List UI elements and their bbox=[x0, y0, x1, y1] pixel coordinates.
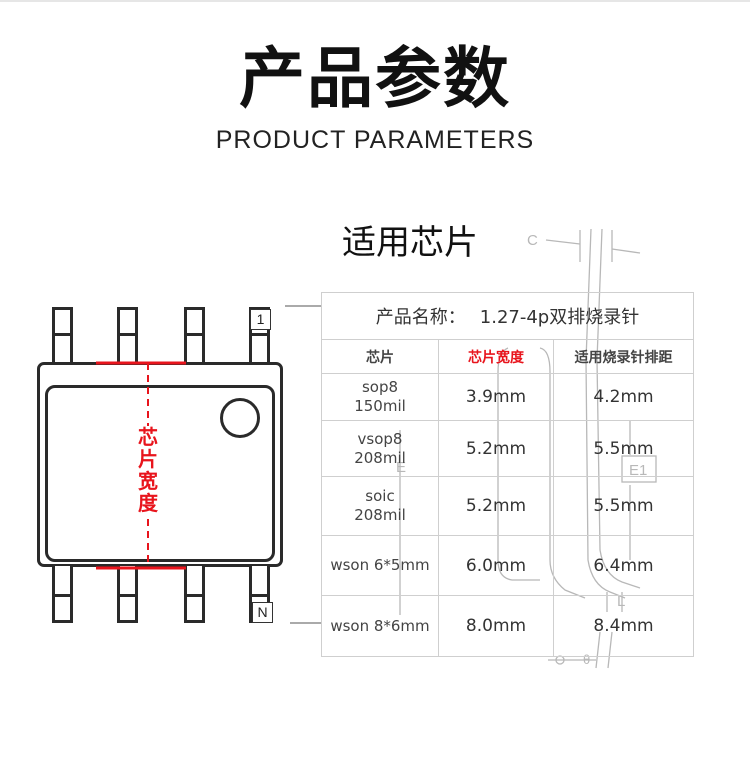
bg-label-c: C bbox=[527, 232, 538, 249]
column-header-chip: 芯片 bbox=[322, 340, 439, 373]
chip-width-cell: 5.2mm bbox=[439, 421, 554, 476]
chip-width-cell: 3.9mm bbox=[439, 374, 554, 420]
page-title: 产品参数 bbox=[239, 40, 511, 117]
bg-label-l: L bbox=[617, 593, 625, 610]
table-product-header: 产品名称： 1.27-4p双排烧录针 bbox=[322, 293, 693, 340]
top-divider bbox=[0, 0, 750, 2]
table-row: wson 8*6mm 8.0mm 8.4mm bbox=[322, 596, 693, 656]
column-header-chip-width: 芯片宽度 bbox=[439, 340, 554, 373]
chip-model-cell: wson 8*6mm bbox=[322, 596, 439, 656]
bg-label-e1: E1 bbox=[629, 462, 647, 479]
product-name-label: 产品名称： bbox=[375, 307, 466, 328]
product-name-value: 1.27-4p双排烧录针 bbox=[479, 307, 640, 328]
pin1-marker-dot bbox=[220, 398, 260, 438]
chip-pin bbox=[117, 566, 138, 623]
chip-width-cell: 5.2mm bbox=[439, 477, 554, 535]
chip-pin bbox=[52, 566, 73, 623]
section-title: 适用芯片 bbox=[342, 223, 478, 263]
pin-pitch-cell: 6.4mm bbox=[593, 555, 654, 576]
pin-first-label: 1 bbox=[250, 309, 271, 330]
bg-label-e: E bbox=[396, 459, 406, 476]
chip-pin bbox=[184, 307, 205, 364]
chip-model-cell: wson 6*5mm bbox=[322, 536, 439, 595]
pin-pitch-cell: 8.4mm bbox=[593, 616, 654, 636]
chip-pin bbox=[184, 566, 205, 623]
pin-pitch-cell: 5.5mm bbox=[593, 438, 654, 459]
table-row: wson 6*5mm 6.0mm 6.4mm bbox=[322, 536, 693, 596]
chip-pin bbox=[52, 307, 73, 364]
bg-label-theta: θ bbox=[583, 652, 590, 667]
chip-width-cell: 6.0mm bbox=[439, 536, 554, 595]
chip-inner-outline bbox=[45, 385, 275, 562]
chip-width-label: 芯 片 宽 度 bbox=[135, 426, 161, 514]
pin-last-label: N bbox=[252, 602, 273, 623]
table-column-headers: 芯片 芯片宽度 适用烧录针排距 bbox=[322, 340, 693, 374]
chip-pin bbox=[117, 307, 138, 364]
column-header-pin-pitch: 适用烧录针排距 bbox=[574, 349, 673, 366]
page-subtitle: PRODUCT PARAMETERS bbox=[215, 126, 535, 154]
pin-pitch-cell: 5.5mm bbox=[593, 496, 654, 516]
chip-width-cell: 8.0mm bbox=[439, 596, 554, 656]
pin-pitch-cell: 4.2mm bbox=[593, 387, 654, 407]
